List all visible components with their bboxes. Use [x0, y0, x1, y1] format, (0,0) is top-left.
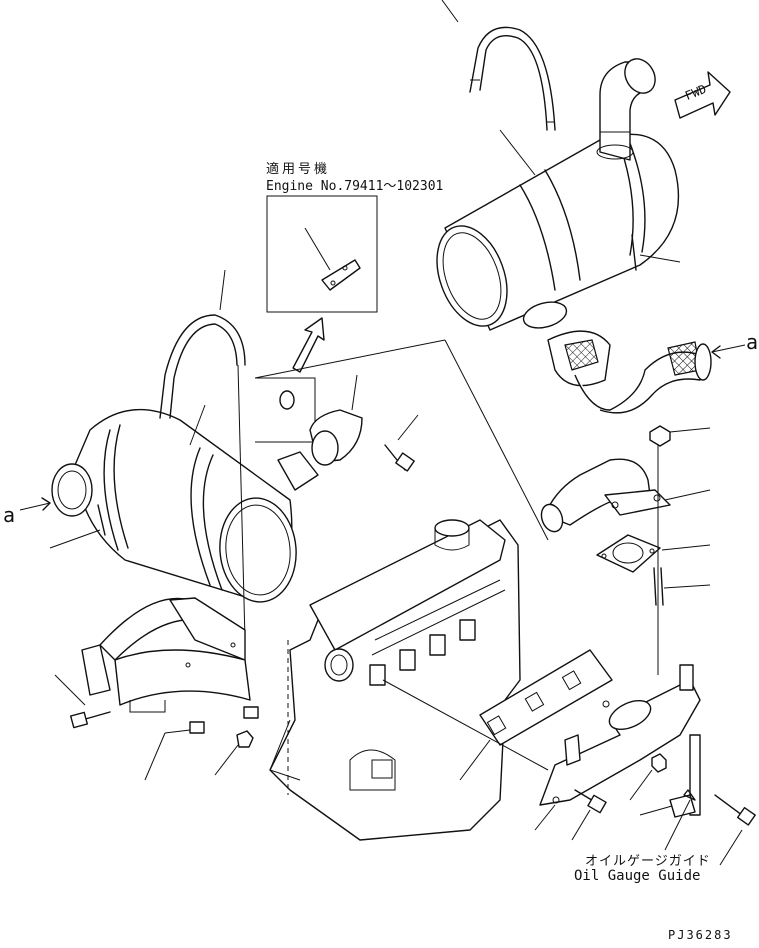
bracket-bolt [54, 674, 111, 729]
engine-number-label: Engine No.79411～102301 [266, 179, 444, 194]
clamp-bolt [384, 414, 419, 472]
leader-inset-to-pipe [254, 339, 446, 379]
bracket-nut-b [243, 706, 259, 719]
muffler-left [51, 408, 319, 603]
oil-gauge-guide [664, 734, 701, 851]
u-bolt-left [159, 269, 246, 419]
clamp-band [309, 374, 363, 466]
leader-nut-right [669, 427, 711, 433]
inset-pointer-arrow [292, 317, 325, 373]
arrowhead-a-left [41, 497, 51, 511]
ref-arrow-a-right [711, 344, 746, 353]
oil-gauge-bolt [714, 794, 756, 866]
bracket-bracket-line [129, 700, 191, 734]
exhaust-manifold [539, 664, 701, 806]
ref-arrow-a-left [19, 502, 51, 511]
leader-guide-bracket [639, 805, 673, 816]
fwd-arrow-icon [674, 71, 731, 119]
leader-nut-c [214, 744, 239, 776]
leader-long-diagonal [444, 339, 549, 541]
exhaust-elbow [540, 458, 671, 533]
ref-a-left-label: a [3, 503, 16, 527]
oil-gauge-guide-label-en: Oil Gauge Guide [574, 868, 701, 884]
clamp-nut [279, 390, 295, 410]
bracket-nut-a [189, 721, 205, 734]
gasket-top [596, 534, 661, 573]
leader-manifold [534, 804, 556, 831]
drawing-number: PJ36283 [668, 928, 733, 942]
leader-stud-right [663, 584, 711, 589]
clamp-detail-frame [255, 377, 316, 443]
flex-joint-pipe [522, 301, 712, 414]
ref-a-right-label: a [746, 330, 759, 354]
engine-block [269, 519, 521, 841]
stud-bolt-right [631, 234, 637, 271]
leader-nuts [144, 732, 166, 781]
flange-nut [649, 425, 671, 447]
muffler-bracket [81, 597, 251, 706]
leader-gasket [459, 739, 491, 781]
leader-engine-to-manifold [382, 679, 549, 771]
manifold-bolt [571, 789, 607, 841]
leader-gasket-right [661, 544, 711, 551]
manifold-gasket [479, 649, 613, 746]
bracket-nut-c [236, 730, 254, 748]
u-bolt-left-stud-line [237, 364, 246, 641]
leader-muffler-right [499, 129, 536, 176]
u-bolt-top [441, 0, 556, 131]
leader-stud-left [49, 529, 101, 549]
applicable-model-label-jp: 適用号機 [266, 162, 331, 177]
tail-pipe [596, 58, 656, 161]
inset-box [266, 195, 378, 313]
manifold-nut [651, 753, 667, 773]
leader-muffler-left [189, 404, 206, 446]
leader-bolt-right [639, 254, 681, 263]
stud-bolt-manifold [653, 567, 664, 606]
oil-gauge-guide-label-jp: オイルゲージガイド [585, 854, 711, 869]
muffler-right [436, 133, 680, 331]
stud-bolt-left [97, 504, 106, 536]
inset-bracket [304, 227, 361, 291]
leader-manifold-nut [629, 769, 653, 801]
arrowhead-a-right [711, 345, 721, 359]
leader-elbow-right [664, 489, 711, 501]
